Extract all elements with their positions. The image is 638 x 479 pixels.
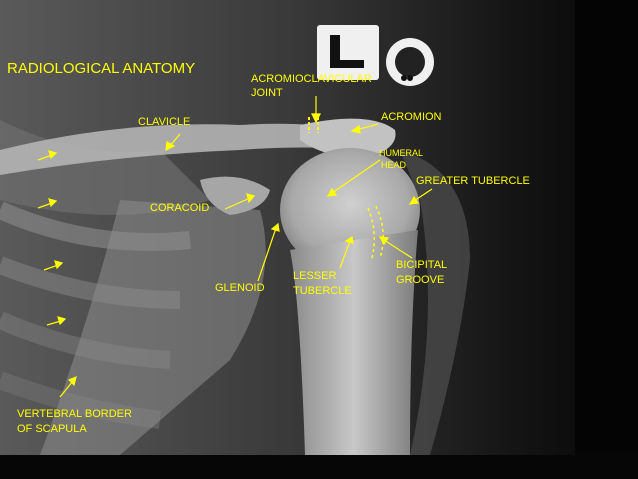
label-ac-joint-line2: JOINT bbox=[251, 87, 283, 99]
label-lesser-tubercle-line2: TUBERCLE bbox=[293, 285, 352, 297]
label-vertebral-border-line2: OF SCAPULA bbox=[17, 423, 87, 435]
label-ac-joint-line1: ACROMIOCLAVICULAR bbox=[251, 73, 372, 85]
bottom-bar bbox=[0, 455, 638, 479]
label-clavicle: CLAVICLE bbox=[138, 116, 191, 128]
label-humeral-head-line1: HUMERAL bbox=[379, 148, 424, 158]
page-title: RADIOLOGICAL ANATOMY bbox=[7, 60, 196, 77]
label-lesser-tubercle-line1: LESSER bbox=[293, 270, 337, 282]
label-humeral-head-line2: HEAD bbox=[381, 160, 407, 170]
label-bicipital-groove-line1: BICIPITAL bbox=[396, 259, 448, 271]
label-acromion: ACROMION bbox=[381, 111, 442, 123]
label-greater-tubercle: GREATER TUBERCLE bbox=[416, 175, 530, 187]
label-bicipital-groove-line2: GROOVE bbox=[396, 274, 445, 286]
label-vertebral-border-line1: VERTEBRAL BORDER bbox=[17, 408, 132, 420]
label-glenoid: GLENOID bbox=[215, 282, 265, 294]
label-coracoid: CORACOID bbox=[150, 202, 210, 214]
